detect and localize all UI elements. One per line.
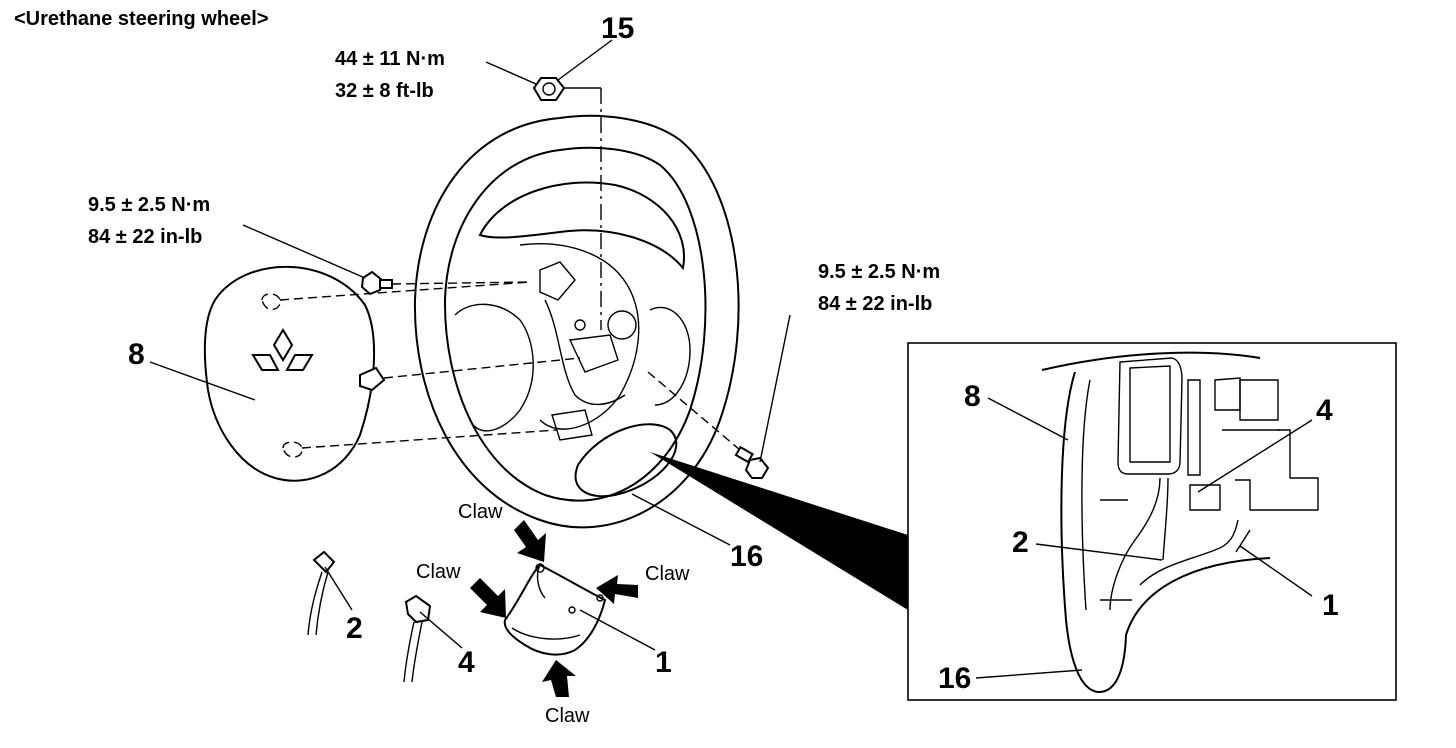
harness-4 xyxy=(403,594,432,683)
claw-label-top: Claw xyxy=(458,501,503,523)
detail-callout-4: 4 xyxy=(1316,394,1333,427)
torque-bolt-left-imperial: 84 ± 22 in-lb xyxy=(88,226,202,248)
harness-2 xyxy=(307,550,336,636)
diagram-title: <Urethane steering wheel> xyxy=(14,8,269,30)
steering-wheel xyxy=(413,114,740,529)
bolt-left-dashed-path xyxy=(391,281,529,285)
nut-torque-leader xyxy=(485,61,537,85)
detail-callout-16: 16 xyxy=(938,662,971,695)
detail-callout-4-leader xyxy=(1197,419,1313,493)
callout-16-leader xyxy=(631,493,731,546)
callout-8-leader xyxy=(149,361,256,401)
torque-nut-imperial: 32 ± 8 ft-lb xyxy=(335,80,434,102)
callout-1: 1 xyxy=(655,646,672,679)
claw-arrow-top xyxy=(514,520,546,562)
detail-view-frame xyxy=(907,342,1397,701)
airbag-dashed-path-bottom xyxy=(301,429,557,449)
callout-2-leader xyxy=(324,566,353,611)
detail-view-drawing xyxy=(1041,351,1319,694)
claw-label-bottom: Claw xyxy=(545,705,590,727)
torque-bolt-right-imperial: 84 ± 22 in-lb xyxy=(818,293,932,315)
bolt-left xyxy=(360,270,393,296)
detail-callout-1: 1 xyxy=(1322,589,1339,622)
torque-bolt-right-metric: 9.5 ± 2.5 N·m xyxy=(818,261,940,283)
lower-cover xyxy=(503,563,607,656)
callout-16: 16 xyxy=(730,540,763,573)
bolt-left-leader xyxy=(242,224,366,279)
callout-15-leader xyxy=(557,39,613,81)
callout-15: 15 xyxy=(601,12,634,45)
claw-arrow-bottom xyxy=(542,660,576,697)
claw-label-left: Claw xyxy=(416,561,461,583)
claw-arrow-right xyxy=(596,575,638,604)
detail-callout-8-leader xyxy=(987,397,1069,441)
bolt-right-leader xyxy=(759,314,791,463)
callout-2: 2 xyxy=(346,612,363,645)
detail-callout-2-leader xyxy=(1035,543,1163,561)
claw-arrow-left xyxy=(470,578,506,618)
bolt-right-dashed-path xyxy=(647,371,741,451)
callout-4-leader xyxy=(419,611,463,649)
claw-label-right: Claw xyxy=(645,563,690,585)
detail-callout-1-leader xyxy=(1239,545,1313,597)
callout-1-leader xyxy=(579,609,656,651)
bolt-right xyxy=(734,445,770,479)
callout-4: 4 xyxy=(458,646,475,679)
nut-15 xyxy=(532,77,566,101)
airbag-dashed-path-mid xyxy=(383,357,581,379)
detail-magnifier-wedge xyxy=(650,452,908,610)
callout-8: 8 xyxy=(128,338,145,371)
detail-callout-16-leader xyxy=(975,669,1083,679)
detail-callout-2: 2 xyxy=(1012,526,1029,559)
torque-bolt-left-metric: 9.5 ± 2.5 N·m xyxy=(88,194,210,216)
torque-nut-metric: 44 ± 11 N·m xyxy=(335,48,445,70)
detail-callout-8: 8 xyxy=(964,380,981,413)
airbag-module xyxy=(203,265,386,482)
